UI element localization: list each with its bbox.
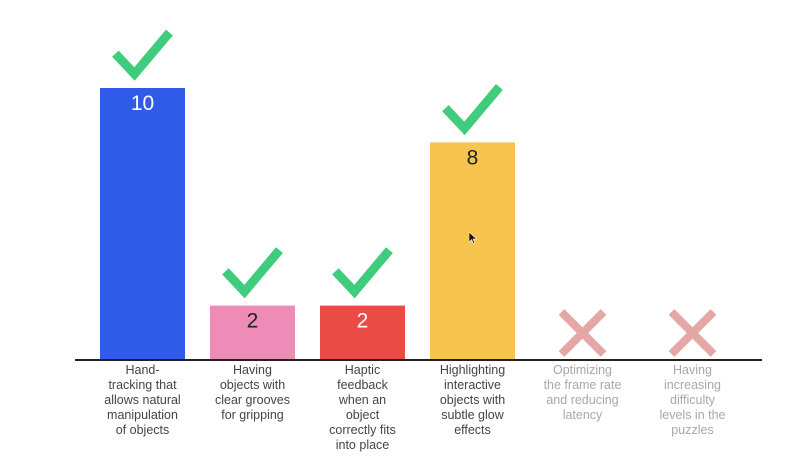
category-label-line: tracking that [108,378,177,392]
check-icon [112,29,173,81]
bar-value-label-0: 10 [131,92,154,115]
category-label-line: for gripping [221,408,284,422]
bar-value-label-1: 2 [247,310,259,333]
category-label-line: increasing [664,378,721,392]
check-icon [332,247,393,299]
category-label-line: manipulation [107,408,178,422]
category-label-line: allows natural [104,393,181,407]
category-label-line: object [345,408,380,422]
bar-value-label-2: 2 [357,310,369,333]
category-label-line: correctly fits [329,423,396,437]
category-label-line: Having [673,363,712,377]
category-label-line: latency [562,408,603,422]
category-label-line: objects with [439,393,506,407]
category-label-line: into place [335,438,390,452]
bar-0 [100,88,185,360]
category-label-line: feedback [337,378,388,392]
mouse-cursor-icon [469,232,477,244]
check-icon [222,247,283,299]
category-label-line: interactive [444,378,501,392]
category-label-line: effects [454,423,491,437]
category-label-line: Haptic [344,363,381,377]
check-icon [442,84,503,136]
category-label-line: levels in the [659,408,726,422]
bar-value-label-3: 8 [467,146,479,169]
category-label-line: clear grooves [214,393,291,407]
bar-2 [320,305,405,360]
category-label-line: Highlighting [439,363,506,377]
category-label-line: Having [233,363,272,377]
category-label-line: of objects [115,423,170,437]
category-label-line: puzzles [671,423,714,437]
category-label-line: subtle glow [441,408,504,422]
bar-3 [430,142,515,360]
category-label-line: when an [338,393,387,407]
category-label-line: Optimizing [552,363,613,377]
category-label-line: difficulty [670,393,715,407]
category-label-line: Hand- [125,363,160,377]
category-label-line: the frame rate [543,378,622,392]
cross-icon [558,309,607,357]
cross-icon [668,309,717,357]
bar-1 [210,305,295,360]
category-label-line: and reducing [546,393,619,407]
category-label-line: objects with [219,378,286,392]
